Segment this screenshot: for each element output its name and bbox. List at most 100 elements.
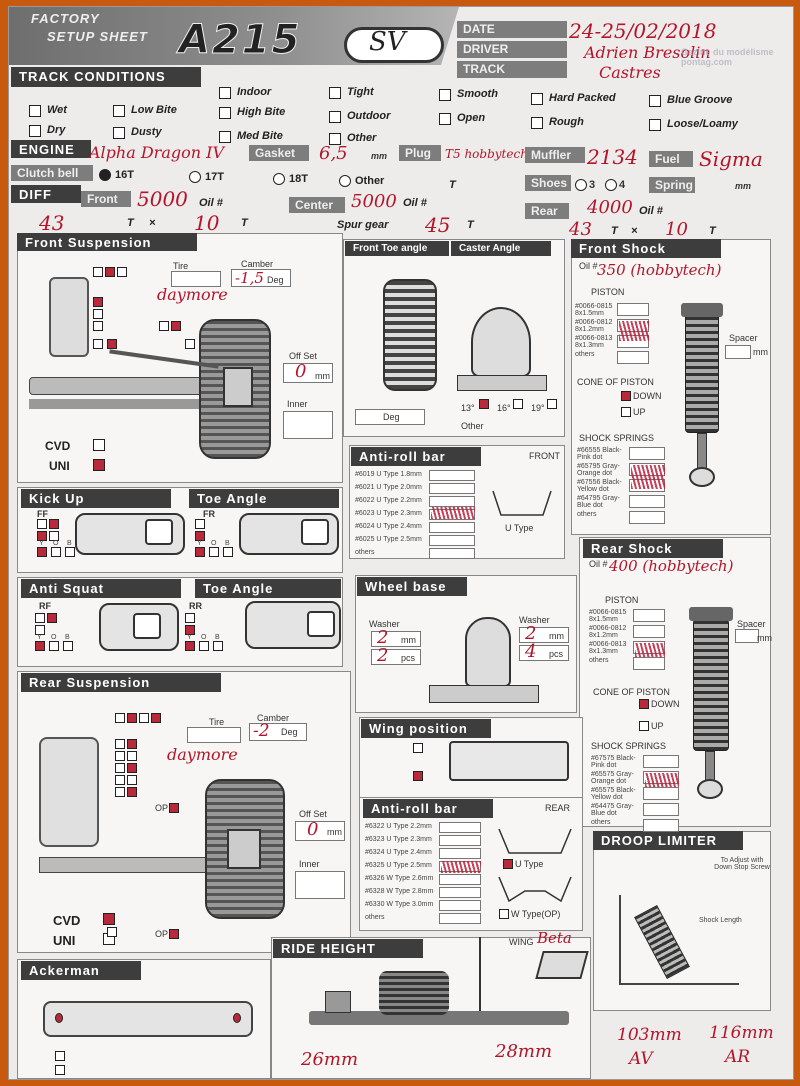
track-cond-15-checkbox[interactable]: [649, 119, 661, 131]
kick-toe-4-checkbox[interactable]: [37, 547, 47, 557]
front-spring-3-field[interactable]: [629, 495, 665, 508]
rear-arb-item-6-field[interactable]: [439, 900, 481, 911]
front-cone-up-checkbox[interactable]: [621, 407, 631, 417]
rear-piston-3-field[interactable]: [633, 657, 665, 670]
rs-tire-field[interactable]: [187, 727, 241, 743]
squat-toe-2-checkbox[interactable]: [35, 625, 45, 635]
ackerman-opt-2[interactable]: [55, 1065, 65, 1075]
kick-toe-3-checkbox[interactable]: [49, 531, 59, 541]
wb-right-pcs-field[interactable]: [519, 645, 569, 661]
fs-hole-6-checkbox[interactable]: [107, 339, 117, 349]
wb-left-mm-field[interactable]: [371, 631, 421, 647]
rs-hole-1-checkbox[interactable]: [127, 713, 137, 723]
fs-hole-10-checkbox[interactable]: [185, 339, 195, 349]
track-cond-3-checkbox[interactable]: [531, 93, 543, 105]
ackerman-left-pos[interactable]: [55, 1013, 63, 1023]
rs-hole-9-checkbox[interactable]: [127, 763, 137, 773]
caster-16-checkbox[interactable]: [513, 399, 523, 409]
shoes-3-radio[interactable]: [575, 179, 587, 191]
front-arb-item-0-field[interactable]: [429, 470, 475, 481]
fs-inner-field[interactable]: [283, 411, 333, 439]
kick-toe-8-checkbox[interactable]: [195, 531, 205, 541]
kick-toe-10-checkbox[interactable]: [209, 547, 219, 557]
rear-cone-down-checkbox[interactable]: [639, 699, 649, 709]
rear-piston-1-field[interactable]: [633, 625, 665, 638]
rs-hole-5-checkbox[interactable]: [127, 739, 137, 749]
fs-uni-checkbox[interactable]: [93, 459, 105, 471]
front-spring-0-field[interactable]: [629, 447, 665, 460]
track-cond-4-checkbox[interactable]: [649, 95, 661, 107]
fs-cvd-checkbox[interactable]: [93, 439, 105, 451]
front-spring-4-field[interactable]: [629, 511, 665, 524]
squat-toe-0-checkbox[interactable]: [35, 613, 45, 623]
squat-toe-7-checkbox[interactable]: [185, 625, 195, 635]
rs-hole-10-checkbox[interactable]: [115, 775, 125, 785]
track-cond-14-checkbox[interactable]: [329, 133, 341, 145]
rs-camber-field[interactable]: [249, 723, 307, 741]
toe-deg-field[interactable]: [355, 409, 425, 425]
track-cond-13-checkbox[interactable]: [219, 131, 231, 143]
front-cone-down-checkbox[interactable]: [621, 391, 631, 401]
rear-piston-0-field[interactable]: [633, 609, 665, 622]
fs-hole-7-checkbox[interactable]: [93, 339, 103, 349]
clutch-1-radio[interactable]: [189, 171, 201, 183]
fs-hole-0-checkbox[interactable]: [93, 267, 103, 277]
rear-spring-3-field[interactable]: [643, 803, 679, 816]
rs-hole-0-checkbox[interactable]: [115, 713, 125, 723]
kick-toe-11-checkbox[interactable]: [223, 547, 233, 557]
front-arb-item-1-field[interactable]: [429, 483, 475, 494]
track-cond-6-checkbox[interactable]: [113, 105, 125, 117]
rs-inner-field[interactable]: [295, 871, 345, 899]
squat-toe-9-checkbox[interactable]: [199, 641, 209, 651]
rs-hole-16-checkbox[interactable]: [107, 927, 117, 937]
fs-hole-3-checkbox[interactable]: [93, 297, 103, 307]
rs-hole-3-checkbox[interactable]: [151, 713, 161, 723]
track-cond-8-checkbox[interactable]: [329, 111, 341, 123]
rs-cvd-checkbox[interactable]: [103, 913, 115, 925]
rear-arb-item-5-field[interactable]: [439, 887, 481, 898]
rs-hole-13-checkbox[interactable]: [127, 787, 137, 797]
rear-arb-utype-checkbox[interactable]: [503, 859, 513, 869]
track-cond-7-checkbox[interactable]: [219, 107, 231, 119]
ackerman-right-pos[interactable]: [233, 1013, 241, 1023]
fs-hole-2-checkbox[interactable]: [117, 267, 127, 277]
kick-toe-7-checkbox[interactable]: [195, 519, 205, 529]
rear-spring-0-field[interactable]: [643, 755, 679, 768]
squat-toe-4-checkbox[interactable]: [49, 641, 59, 651]
fs-hole-4-checkbox[interactable]: [93, 309, 103, 319]
front-piston-0-field[interactable]: [617, 303, 649, 316]
fs-hole-8-checkbox[interactable]: [159, 321, 169, 331]
front-arb-item-5-field[interactable]: [429, 535, 475, 546]
shoes-4-radio[interactable]: [605, 179, 617, 191]
track-cond-2-checkbox[interactable]: [439, 89, 451, 101]
track-cond-9-checkbox[interactable]: [439, 113, 451, 125]
rear-spring-4-field[interactable]: [643, 819, 679, 832]
track-cond-0-checkbox[interactable]: [219, 87, 231, 99]
rs-hole-7-checkbox[interactable]: [127, 751, 137, 761]
clutch-2-radio[interactable]: [273, 173, 285, 185]
squat-toe-5-checkbox[interactable]: [63, 641, 73, 651]
ackerman-opt-1[interactable]: [55, 1051, 65, 1061]
rear-spring-2-field[interactable]: [643, 787, 679, 800]
rs-hole-15-checkbox[interactable]: [169, 929, 179, 939]
fs-offset-field[interactable]: [283, 363, 333, 383]
rear-arb-item-0-field[interactable]: [439, 822, 481, 833]
kick-toe-1-checkbox[interactable]: [49, 519, 59, 529]
fs-hole-1-checkbox[interactable]: [105, 267, 115, 277]
front-piston-3-field[interactable]: [617, 351, 649, 364]
front-spacer-field[interactable]: [725, 345, 751, 359]
squat-toe-6-checkbox[interactable]: [185, 613, 195, 623]
caster-13-checkbox[interactable]: [479, 399, 489, 409]
rear-arb-item-1-field[interactable]: [439, 835, 481, 846]
wing-pos-1-checkbox[interactable]: [413, 743, 423, 753]
wb-left-pcs-field[interactable]: [371, 649, 421, 665]
caster-19-checkbox[interactable]: [547, 399, 557, 409]
fs-tire-field[interactable]: [171, 271, 221, 287]
track-cond-10-checkbox[interactable]: [531, 117, 543, 129]
front-arb-item-4-field[interactable]: [429, 522, 475, 533]
rear-arb-item-2-field[interactable]: [439, 848, 481, 859]
kick-toe-0-checkbox[interactable]: [37, 519, 47, 529]
rear-arb-item-7-field[interactable]: [439, 913, 481, 924]
kick-toe-2-checkbox[interactable]: [37, 531, 47, 541]
rear-cone-up-checkbox[interactable]: [639, 721, 649, 731]
